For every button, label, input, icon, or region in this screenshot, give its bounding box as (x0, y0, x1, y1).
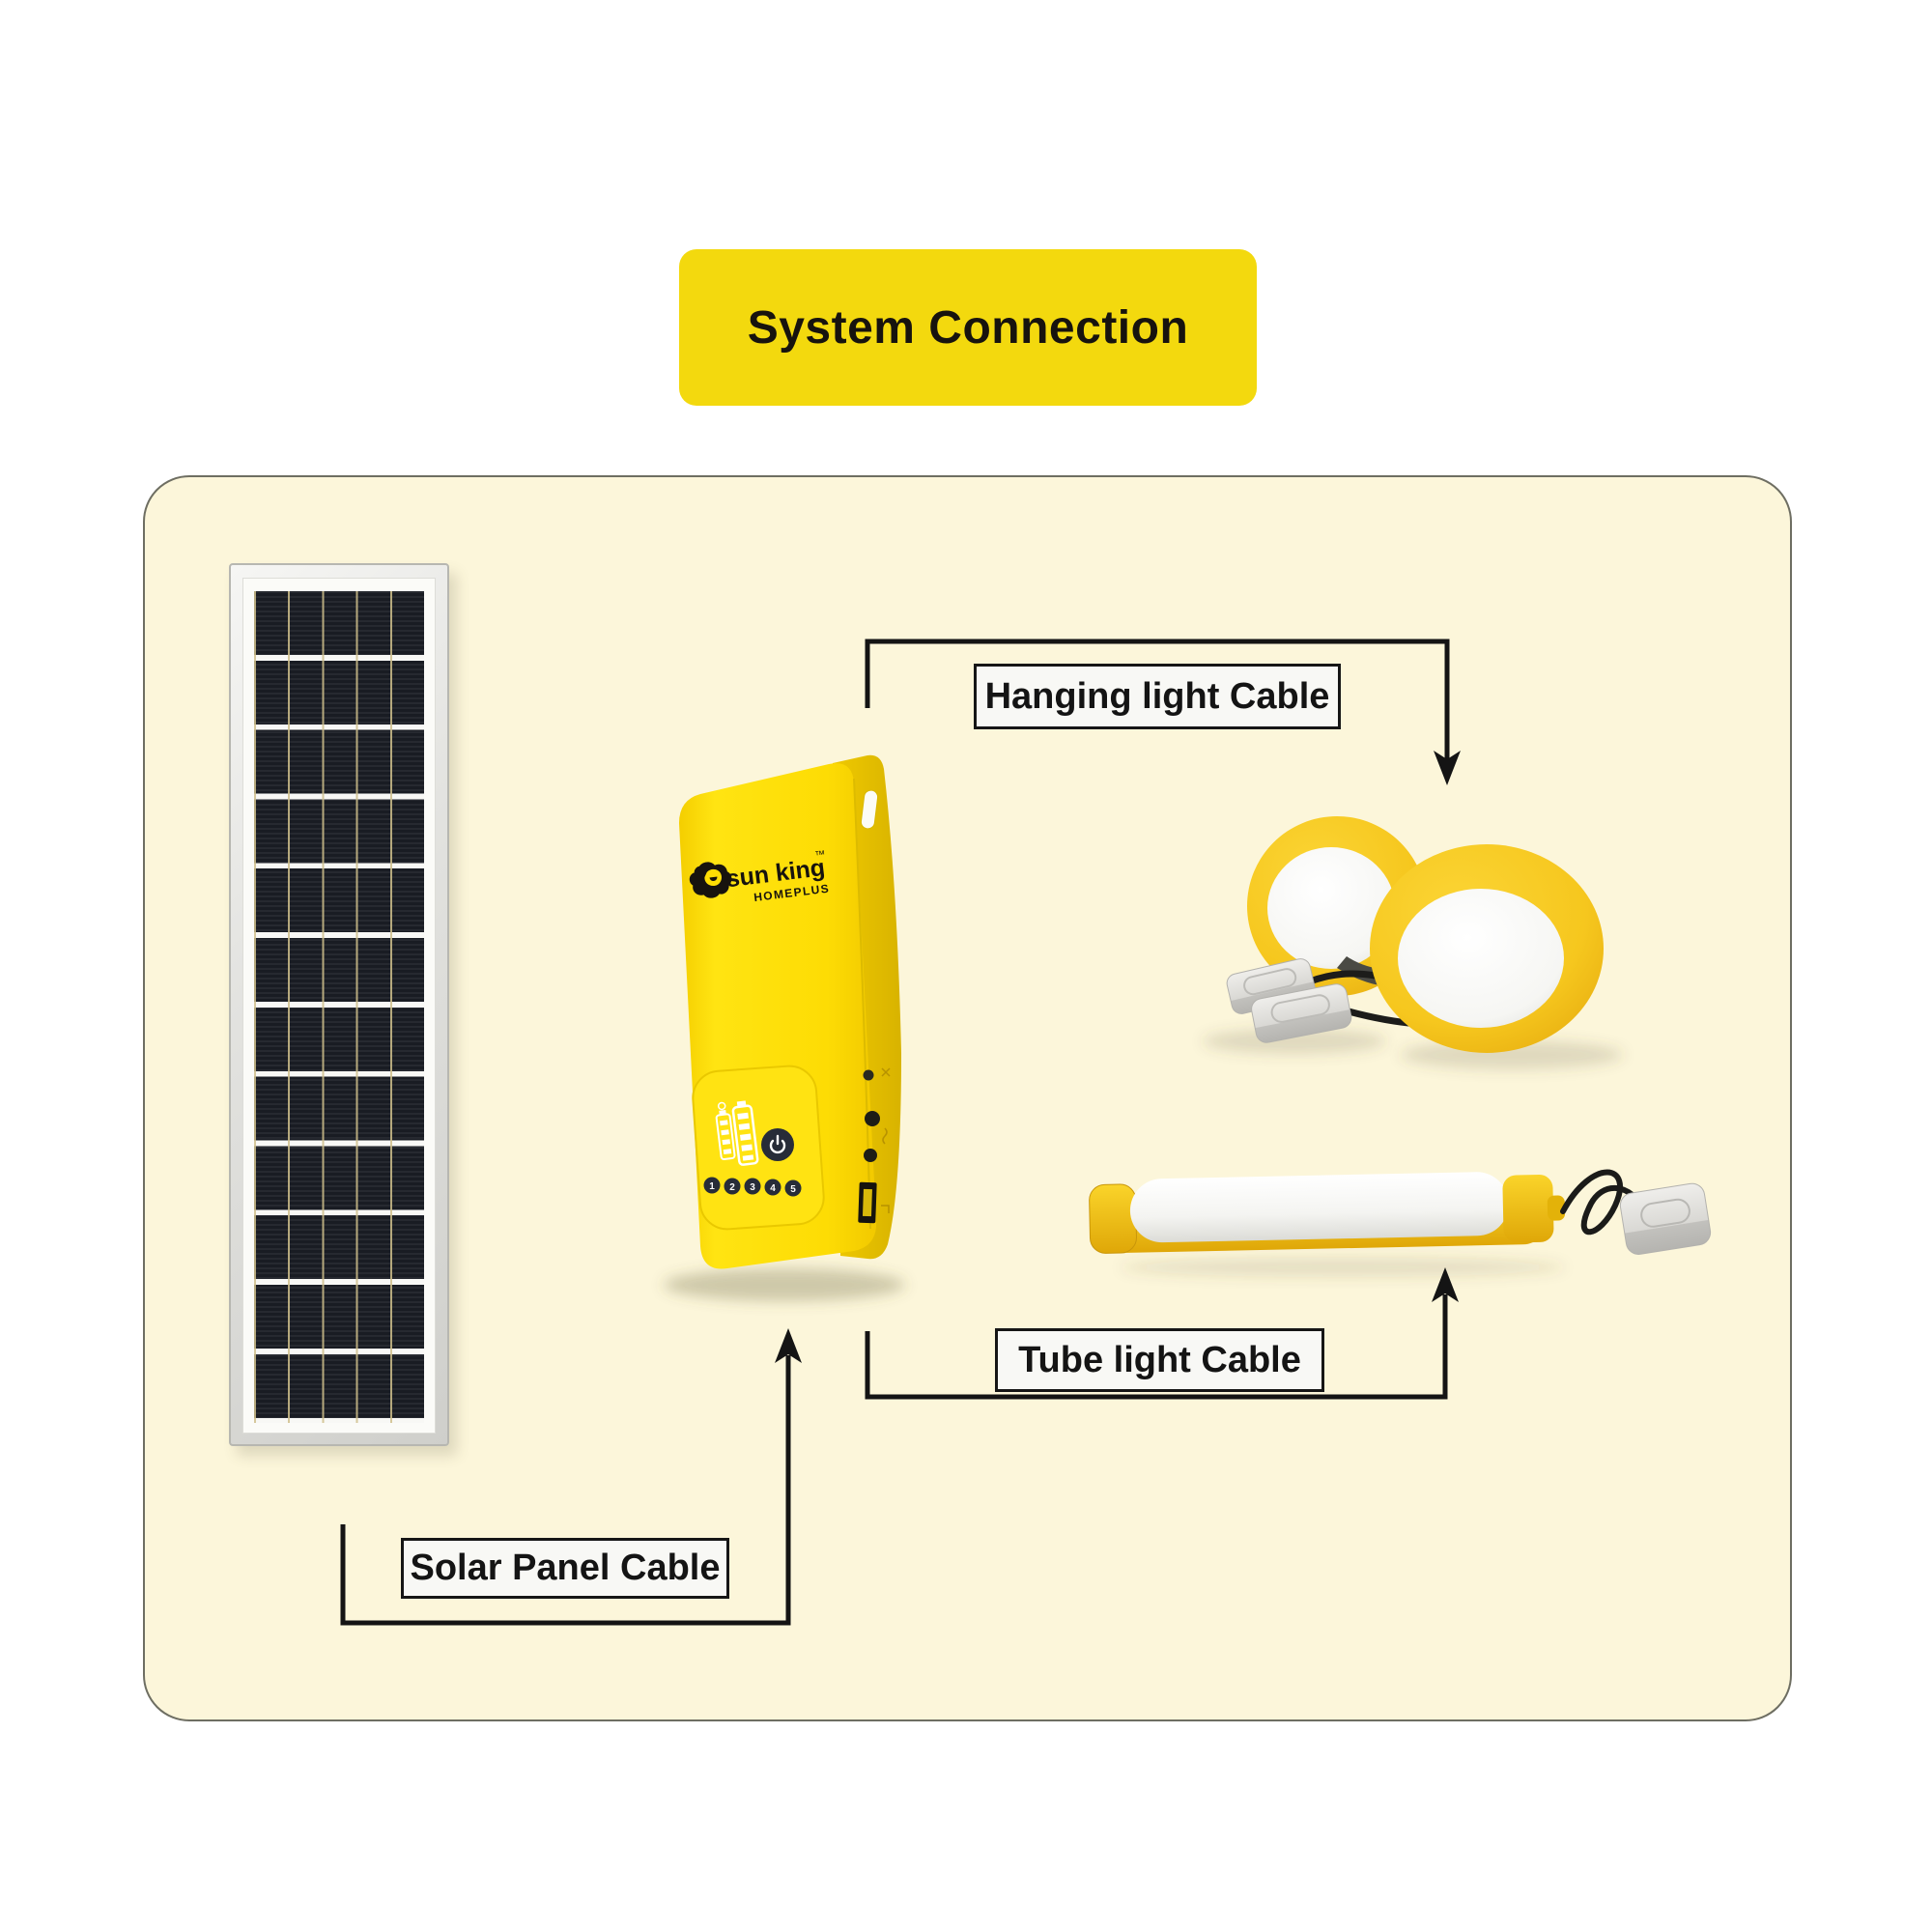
hanging-light-cable-label: Hanging light Cable (974, 664, 1341, 729)
sun-king-lion-icon (689, 862, 732, 898)
solar-panel-cells (254, 591, 424, 1423)
tube-light-cable-label: Tube light Cable (995, 1328, 1324, 1392)
light-button-5: 5 (790, 1184, 796, 1195)
solar-charge-icon (717, 1101, 726, 1111)
solar-panel-cable-label: Solar Panel Cable (401, 1538, 729, 1599)
connector-arrows (340, 639, 1461, 1626)
hanging-lights (1203, 816, 1623, 1069)
homeplus-control-box: sun king ™ HOMEPLUS (664, 754, 905, 1301)
trademark-text: ™ (814, 849, 826, 862)
tube-right-collar (1502, 1174, 1554, 1243)
lights-shadow (1203, 1029, 1386, 1054)
device-seam (853, 778, 871, 1230)
title-badge: System Connection (679, 249, 1257, 406)
solar-cable-line (340, 1355, 791, 1626)
solar-panel-mat (242, 578, 436, 1434)
arrow-down-icon (1434, 751, 1461, 785)
aux-port-2 (864, 1149, 877, 1162)
power-button-icon (769, 1134, 786, 1154)
hanging-light-dome-front (1398, 889, 1564, 1028)
tube-light (1089, 1169, 1712, 1277)
battery-level-icon (715, 1100, 759, 1166)
tube-left-cap (1089, 1183, 1137, 1254)
solar-panel (229, 563, 449, 1446)
hanging-light-dome-back (1267, 847, 1395, 969)
light-button-3: 3 (750, 1182, 755, 1193)
light-cable-1 (1306, 970, 1379, 985)
tube-light-cable-text: Tube light Cable (1018, 1339, 1301, 1380)
tube-switch-box (1619, 1182, 1712, 1255)
side-ports (858, 1067, 891, 1224)
page-title: System Connection (747, 301, 1189, 354)
light-button-4: 4 (770, 1183, 776, 1194)
tube-body (1129, 1172, 1509, 1243)
hanging-slot (860, 789, 879, 830)
tube-shadow (1121, 1258, 1565, 1277)
usb-port (858, 1181, 877, 1224)
port-glyph-1 (881, 1067, 891, 1077)
tube-cable-line (865, 1294, 1448, 1400)
arrow-up-icon-solar (775, 1328, 802, 1363)
light-buttons: 1 2 3 4 5 (703, 1177, 802, 1197)
light-button-2: 2 (729, 1182, 735, 1193)
control-inset (692, 1065, 825, 1231)
light-switch-box-2 (1251, 983, 1352, 1043)
hanging-light-cable-text: Hanging light Cable (984, 675, 1330, 717)
tube-nozzle (1547, 1195, 1566, 1221)
port-glyph-3 (881, 1205, 890, 1213)
aux-port-1 (865, 1111, 880, 1126)
aux-port-small (863, 1069, 874, 1081)
power-button (761, 1128, 794, 1161)
port-glyph-2 (882, 1127, 888, 1145)
arrow-up-icon-tube (1432, 1267, 1459, 1302)
light-button-1: 1 (709, 1181, 715, 1192)
device-shadow (664, 1268, 905, 1301)
hanging-cable-line (865, 639, 1450, 759)
solar-panel-cable-text: Solar Panel Cable (410, 1548, 721, 1588)
